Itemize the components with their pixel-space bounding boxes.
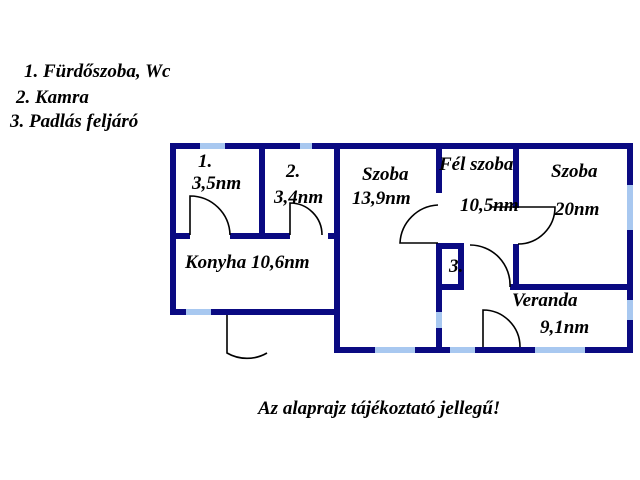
attic-number: 3. [448, 256, 463, 277]
walls [170, 143, 633, 353]
room1-area: 13,9nm [352, 188, 411, 209]
kitchen-label: Konyha 10,6nm [184, 252, 310, 273]
bath-area: 3,5nm [191, 173, 241, 194]
room1-name: Szoba [362, 164, 409, 185]
bath-number: 1. [198, 151, 212, 172]
half-room-area: 10,5nm [460, 195, 519, 216]
legend-item-3: 3. Padlás feljáró [10, 111, 139, 132]
half-room-name: Fél szoba [438, 154, 514, 175]
room2-name: Szoba [551, 161, 598, 182]
doors [189, 195, 556, 360]
disclaimer-note: Az alaprajz tájékoztató jellegű! [258, 398, 501, 419]
windows [186, 143, 633, 353]
veranda-area: 9,1nm [540, 317, 589, 338]
veranda-name: Veranda [512, 290, 578, 311]
legend-item-2: 2. Kamra [16, 87, 89, 108]
pantry-area: 3,4nm [273, 187, 323, 208]
room2-area: 20nm [554, 199, 599, 220]
legend-item-1: 1. Fürdőszoba, Wc [24, 61, 171, 82]
pantry-number: 2. [285, 161, 300, 182]
